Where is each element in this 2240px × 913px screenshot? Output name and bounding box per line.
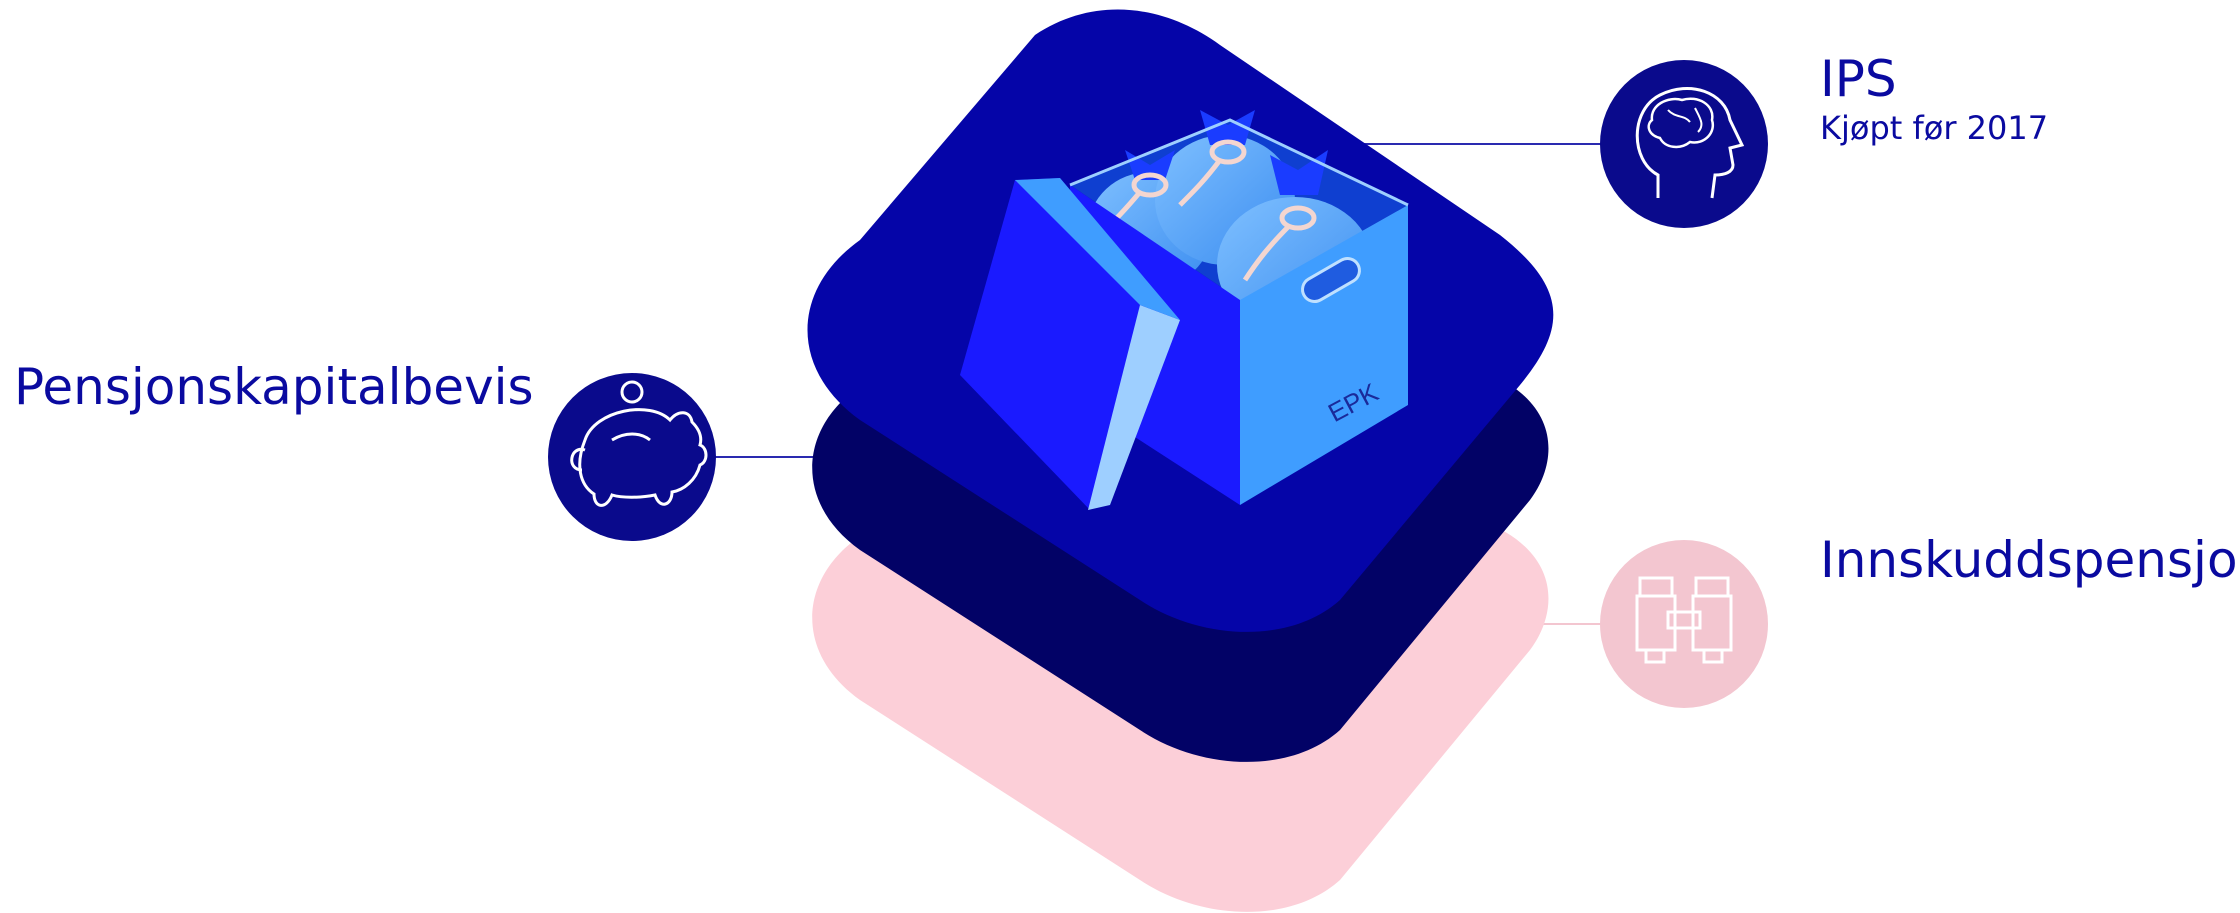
brain-head-icon — [1600, 60, 1768, 228]
label-ips-subtitle: Kjøpt før 2017 — [1820, 112, 2048, 144]
label-ips: IPS — [1820, 54, 1897, 104]
piggy-bank-icon — [548, 373, 716, 541]
label-innskuddspensjon: Innskuddspensjon — [1820, 535, 2240, 585]
label-pensjonskapitalbevis: Pensjonskapitalbevis — [14, 362, 534, 412]
binoculars-icon — [1600, 540, 1768, 708]
